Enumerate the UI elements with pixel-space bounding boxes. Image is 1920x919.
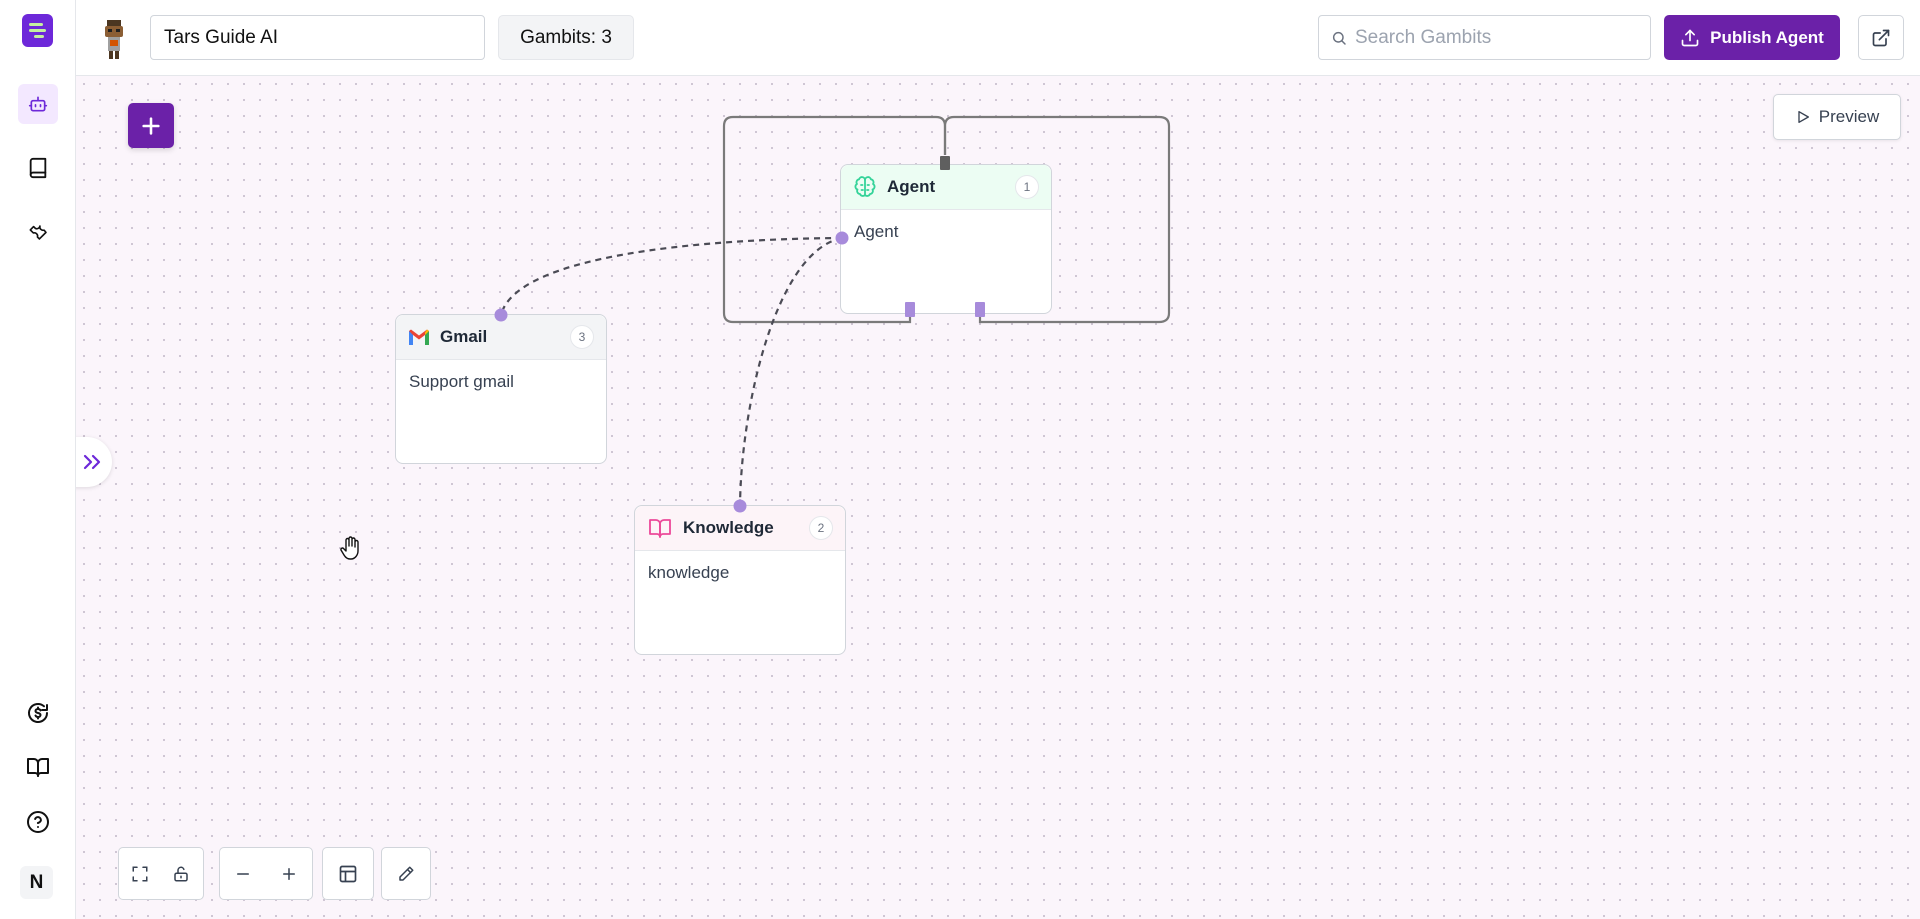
zoom-in-button[interactable] bbox=[266, 848, 312, 899]
edit-button[interactable] bbox=[382, 848, 430, 899]
layout-button[interactable] bbox=[323, 848, 373, 899]
gmail-node[interactable]: Gmail 3 Support gmail bbox=[395, 314, 607, 464]
toolbar-group-layout bbox=[322, 847, 374, 900]
publish-agent-label: Publish Agent bbox=[1710, 27, 1824, 47]
zoom-in-icon bbox=[283, 867, 295, 880]
dollar-refresh-icon bbox=[28, 703, 48, 723]
brain-icon bbox=[854, 176, 876, 197]
agent-avatar bbox=[105, 20, 123, 59]
agent-node-title: Agent bbox=[887, 177, 936, 196]
book-open-icon bbox=[649, 519, 671, 538]
help-circle-icon bbox=[27, 811, 49, 833]
chevrons-right-icon bbox=[83, 454, 101, 470]
agent-left-handle bbox=[835, 231, 849, 245]
wrench-icon bbox=[29, 225, 47, 240]
flow-canvas[interactable]: Agent 1 Agent Gmail 3 Support gmail Know… bbox=[72, 76, 1920, 919]
layout-icon bbox=[339, 865, 357, 882]
search-gambits[interactable] bbox=[1318, 15, 1651, 60]
sidebar-item-agents[interactable] bbox=[18, 84, 58, 124]
upload-icon bbox=[1681, 29, 1699, 46]
top-header: Gambits: 3 Publish Agent bbox=[76, 0, 1920, 76]
zoom-out-icon bbox=[237, 872, 249, 875]
sidebar-item-docs[interactable] bbox=[22, 751, 54, 783]
agent-name-input[interactable] bbox=[150, 15, 485, 60]
toolbar-group-edit bbox=[381, 847, 431, 900]
toolbar-group-zoom bbox=[219, 847, 313, 900]
sidebar: N bbox=[0, 0, 76, 919]
knowledge-node-body: knowledge bbox=[648, 563, 730, 582]
robot-icon bbox=[28, 96, 48, 112]
open-external-button[interactable] bbox=[1858, 15, 1904, 60]
agent-node-body: Agent bbox=[854, 222, 899, 241]
expand-panel-button[interactable] bbox=[72, 437, 112, 487]
knowledge-node-title: Knowledge bbox=[683, 518, 774, 537]
agent-top-handle bbox=[940, 156, 950, 170]
edit-icon bbox=[399, 866, 414, 881]
agent-node-header[interactable]: Agent 1 bbox=[841, 165, 1051, 210]
zoom-out-button[interactable] bbox=[220, 848, 266, 899]
plus-icon bbox=[142, 116, 160, 135]
knowledge-node-number: 2 bbox=[809, 516, 833, 540]
lock-button[interactable] bbox=[160, 848, 201, 899]
search-icon bbox=[1332, 31, 1346, 45]
gmail-node-number: 3 bbox=[570, 325, 594, 349]
play-icon bbox=[1798, 111, 1809, 123]
sidebar-item-knowledge[interactable] bbox=[22, 152, 54, 184]
fit-view-button[interactable] bbox=[119, 848, 160, 899]
external-link-icon bbox=[1872, 29, 1890, 46]
user-avatar[interactable]: N bbox=[20, 866, 53, 899]
agent-loop-edge-right bbox=[943, 115, 1171, 324]
agent-bottom-handle-right bbox=[975, 302, 985, 317]
sidebar-item-billing[interactable] bbox=[22, 697, 54, 729]
gmail-node-title: Gmail bbox=[440, 327, 488, 346]
gmail-node-header[interactable]: Gmail 3 bbox=[396, 315, 606, 360]
preview-label: Preview bbox=[1818, 107, 1880, 126]
hand-cursor-icon bbox=[340, 536, 359, 560]
gmail-top-handle bbox=[494, 308, 508, 322]
lock-icon bbox=[173, 866, 188, 881]
gmail-to-agent-edge bbox=[499, 236, 843, 316]
handle-layer bbox=[494, 156, 985, 513]
fit-view-icon bbox=[132, 866, 147, 881]
open-book-icon bbox=[27, 758, 49, 777]
knowledge-node[interactable]: Knowledge 2 knowledge bbox=[634, 505, 846, 655]
gambits-count-badge: Gambits: 3 bbox=[498, 15, 634, 60]
sidebar-item-help[interactable] bbox=[22, 806, 54, 838]
app-logo[interactable] bbox=[22, 14, 53, 47]
gmail-icon bbox=[409, 329, 429, 345]
knowledge-top-handle bbox=[733, 499, 747, 513]
search-input[interactable] bbox=[1355, 26, 1635, 49]
connection-layer bbox=[499, 115, 1171, 507]
preview-button[interactable]: Preview bbox=[1773, 94, 1901, 140]
agent-loop-edge-left bbox=[722, 115, 947, 324]
knowledge-node-header[interactable]: Knowledge 2 bbox=[635, 506, 845, 551]
knowledge-to-agent-edge bbox=[738, 236, 843, 507]
add-gambit-button[interactable] bbox=[128, 103, 174, 148]
book-icon bbox=[29, 157, 47, 179]
publish-agent-button[interactable]: Publish Agent bbox=[1664, 15, 1840, 60]
agent-bottom-handle-left bbox=[905, 302, 915, 317]
sidebar-item-tools[interactable] bbox=[22, 215, 54, 247]
gmail-node-body: Support gmail bbox=[409, 372, 514, 391]
agent-node-number: 1 bbox=[1015, 175, 1039, 199]
toolbar-group-view bbox=[118, 847, 204, 900]
